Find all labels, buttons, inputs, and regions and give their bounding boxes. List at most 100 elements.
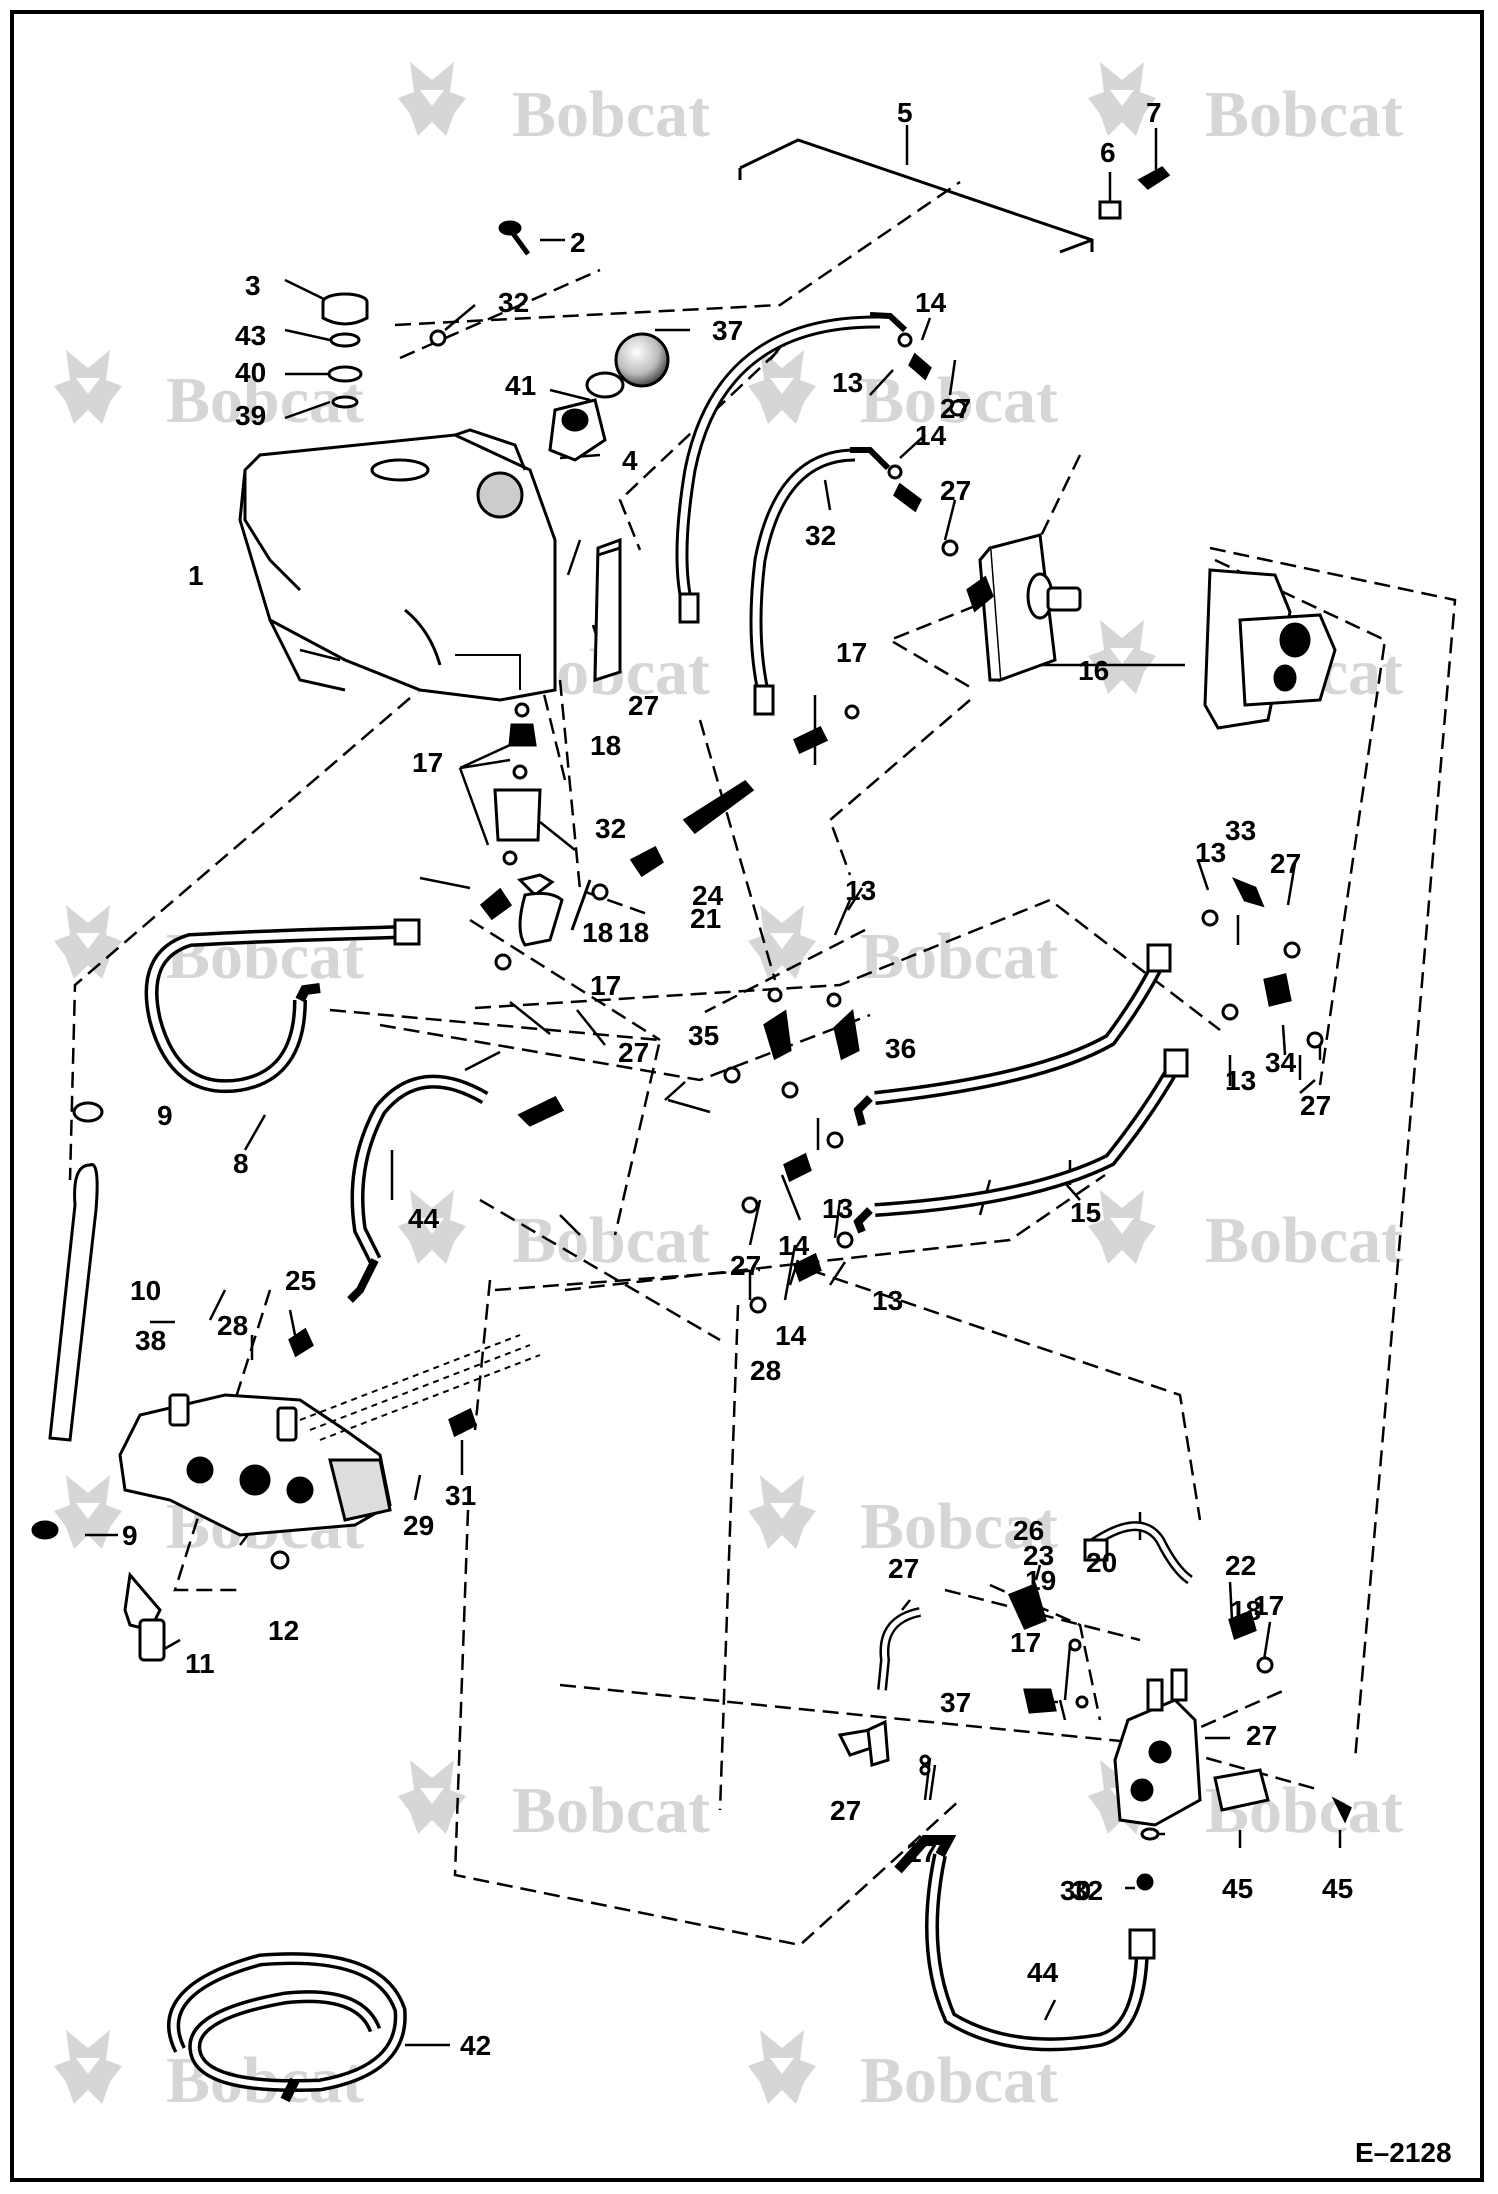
diagram-frame	[10, 10, 1484, 2182]
hose-41	[894, 1835, 1156, 2052]
pump-fittings	[887, 332, 967, 557]
callout: 13	[1225, 1065, 1256, 1096]
callout: 14	[915, 420, 947, 451]
breather-fitting	[429, 220, 531, 347]
callout: 1	[188, 560, 204, 591]
callout: 27	[618, 1037, 649, 1068]
bobcat-logo-icon	[54, 350, 122, 424]
callout: 27	[730, 1250, 761, 1281]
watermark: Bobcat	[1088, 62, 1403, 151]
callout: 16	[1078, 655, 1109, 686]
callout: 27	[1300, 1090, 1331, 1121]
callout: 21	[690, 903, 721, 934]
callout: 2	[570, 227, 586, 258]
watermark: Bobcat	[748, 1475, 1058, 1563]
watermark: Bobcat	[748, 350, 1058, 437]
callout: 38	[135, 1325, 166, 1356]
drive-motor-right	[1203, 568, 1337, 730]
callout: 39	[235, 400, 266, 431]
filler-cap	[321, 292, 369, 409]
bobcat-logo-icon	[748, 905, 816, 979]
callout: 17	[836, 637, 867, 668]
callout: 12	[268, 1615, 299, 1646]
callout: 20	[1086, 1547, 1117, 1578]
callout: 27	[888, 1553, 919, 1584]
hydrostatic-pump	[118, 1327, 477, 1662]
mounting-bracket	[738, 138, 1171, 254]
bobcat-logo-icon	[54, 905, 122, 979]
drive-motor	[966, 533, 1082, 683]
callout: 15	[1070, 1197, 1101, 1228]
leader-lines	[85, 125, 1342, 2047]
callout: 5	[897, 97, 913, 128]
suction-hose	[31, 1101, 104, 1540]
watermark: Bobcat	[54, 905, 364, 993]
hydraulic-tank	[238, 428, 557, 702]
callout: 32	[595, 813, 626, 844]
watermark-text: Bobcat	[860, 1490, 1058, 1563]
callout: 18	[582, 917, 613, 948]
callout: 43	[235, 320, 266, 351]
control-valve	[837, 1521, 1352, 1891]
callout: 45	[1322, 1873, 1353, 1904]
callout: 17	[1010, 1627, 1041, 1658]
callout: 34	[1265, 1047, 1297, 1078]
callout: 19	[1025, 1565, 1056, 1596]
callout: 27	[940, 475, 971, 506]
watermark: Bobcat	[1088, 1190, 1403, 1277]
callout: 27	[940, 393, 971, 424]
callout: 13	[822, 1193, 853, 1224]
callout: 27	[1270, 848, 1301, 879]
watermark: Bobcat	[398, 1190, 710, 1277]
callout: 32	[498, 287, 529, 318]
callout: 44	[1027, 1957, 1059, 1988]
callout: 11	[185, 1648, 215, 1679]
callout: 44	[408, 1203, 440, 1234]
bobcat-logo-icon	[748, 1475, 816, 1549]
callout: 14	[915, 287, 947, 318]
callout: 14	[778, 1230, 810, 1261]
callout: 8	[233, 1148, 249, 1179]
bobcat-logo-icon	[54, 2030, 122, 2104]
callout: 18	[590, 730, 621, 761]
callout: 35	[688, 1020, 719, 1051]
watermark-text: Bobcat	[1205, 1204, 1403, 1277]
callout: 41	[505, 370, 536, 401]
middle-fittings	[723, 877, 1324, 1314]
hose-40	[347, 1074, 565, 1303]
callout: 22	[1225, 1550, 1256, 1581]
bobcat-logo-icon	[398, 62, 466, 136]
callout: 4	[622, 445, 638, 476]
filter-assembly	[479, 702, 860, 971]
hose-8	[144, 918, 421, 1094]
callout: 26	[1013, 1515, 1044, 1546]
hose-lower	[853, 943, 1189, 1234]
bobcat-logo-icon	[54, 1475, 122, 1549]
callout: 33	[1225, 815, 1256, 846]
hose-upper	[675, 312, 908, 716]
callout-labels: 1 2 3 4 5 6 7 8 9 9 10 11 12 13 13 13 13…	[122, 97, 1353, 2061]
callout: 10	[130, 1275, 161, 1306]
callout: 37	[712, 315, 743, 346]
callout: 28	[217, 1310, 248, 1341]
watermark: Bobcat	[398, 1760, 710, 1847]
callout: 28	[750, 1355, 781, 1386]
callout: 29	[403, 1510, 434, 1541]
watermark: Bobcat	[54, 350, 364, 437]
callout: 3	[245, 270, 261, 301]
mounting-strap	[593, 537, 622, 683]
callout: 14	[775, 1320, 807, 1351]
watermark-text: Bobcat	[860, 920, 1058, 993]
hose-coil	[167, 1952, 407, 2103]
callout: 9	[122, 1520, 138, 1551]
callout: 31	[445, 1480, 476, 1511]
strainer-assembly	[548, 332, 670, 462]
callout: 13	[1195, 837, 1226, 868]
callout: 37	[940, 1687, 971, 1718]
callout: 13	[872, 1285, 903, 1316]
callout: 17	[906, 1837, 937, 1868]
callout: 27	[1246, 1720, 1277, 1751]
figure-number: E–2128	[1355, 2137, 1452, 2168]
watermark-text: Bobcat	[512, 1774, 710, 1847]
